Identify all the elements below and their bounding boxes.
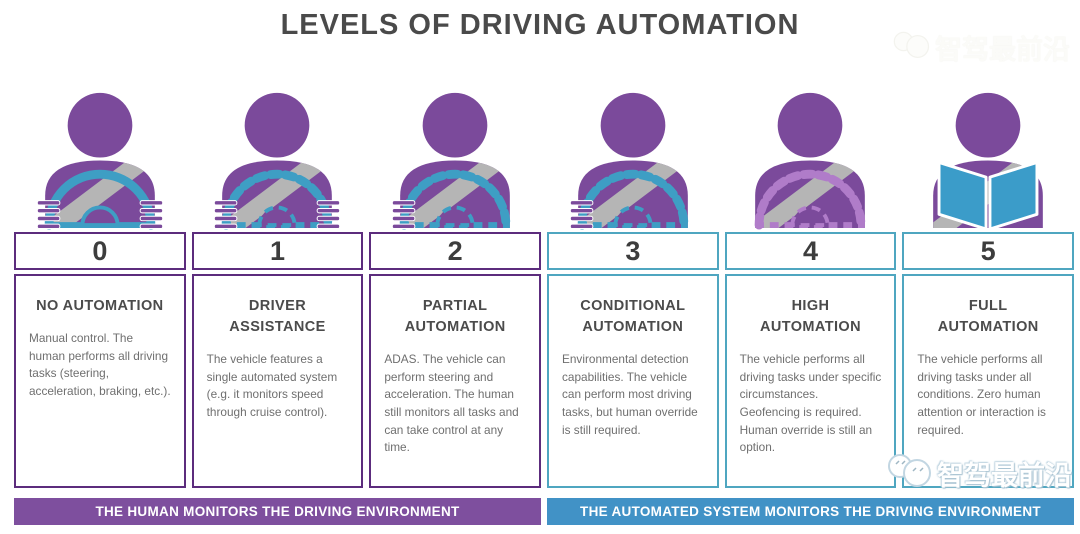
level-description: The vehicle performs all driving tasks u… [917, 352, 1046, 437]
level-description: The vehicle features a single automated … [206, 352, 338, 420]
level-card: HIGH AUTOMATION The vehicle performs all… [724, 274, 897, 488]
level-title: DRIVER ASSISTANCE [229, 298, 326, 336]
level-number: 5 [902, 232, 1074, 270]
page-title: LEVELS OF DRIVING AUTOMATION [280, 9, 800, 41]
level-title: NO AUTOMATION [36, 298, 164, 314]
level-card: FULL AUTOMATION The vehicle performs all… [902, 274, 1074, 488]
person-steering-wheel-dashed-two-hands-icon [192, 84, 364, 230]
level-description: Environmental detection capabilities. Th… [562, 352, 698, 437]
level-description: The vehicle performs all driving tasks u… [739, 352, 882, 455]
level-number: 3 [547, 232, 719, 270]
level-title: PARTIAL AUTOMATION [404, 298, 506, 336]
level-column: 3 CONDITIONAL AUTOMATION Environmental d… [547, 84, 719, 488]
banner-automated-monitors: THE AUTOMATED SYSTEM MONITORS THE DRIVIN… [547, 498, 1074, 525]
level-description: Manual control. The human performs all d… [29, 331, 171, 399]
person-steering-wheel-dashed-one-hand-icon [369, 84, 541, 230]
level-number: 2 [369, 232, 541, 270]
level-column: 5 FULL AUTOMATION The vehicle performs a… [902, 84, 1074, 488]
level-column: 0 NO AUTOMATION Manual control. The huma… [14, 84, 186, 488]
person-steering-wheel-dashed-no-hands-icon [725, 84, 897, 230]
person-reading-book-icon [902, 84, 1074, 230]
level-title: CONDITIONAL AUTOMATION [580, 298, 686, 336]
level-card: CONDITIONAL AUTOMATION Environmental det… [547, 274, 719, 488]
level-card: PARTIAL AUTOMATION ADAS. The vehicle can… [369, 274, 541, 488]
levels-grid: 0 NO AUTOMATION Manual control. The huma… [14, 84, 1074, 488]
level-title: FULL AUTOMATION [937, 298, 1039, 336]
level-column: 1 DRIVER ASSISTANCE The vehicle features… [191, 84, 364, 488]
level-card: NO AUTOMATION Manual control. The human … [14, 274, 186, 488]
level-description: ADAS. The vehicle can perform steering a… [384, 352, 519, 455]
level-column: 4 HIGH AUTOMATION The vehicle performs a… [724, 84, 897, 488]
person-steering-wheel-dashed-one-hand-icon [547, 84, 719, 230]
level-title: HIGH AUTOMATION [760, 298, 861, 336]
level-column: 2 PARTIAL AUTOMATION ADAS. The vehicle c… [369, 84, 541, 488]
level-number: 0 [14, 232, 186, 270]
banners-row: THE HUMAN MONITORS THE DRIVING ENVIRONME… [14, 498, 1074, 525]
level-number: 4 [724, 232, 897, 270]
banner-human-monitors: THE HUMAN MONITORS THE DRIVING ENVIRONME… [14, 498, 541, 525]
level-card: DRIVER ASSISTANCE The vehicle features a… [191, 274, 364, 488]
level-number: 1 [191, 232, 364, 270]
person-steering-wheel-solid-two-hands-icon [14, 84, 186, 230]
